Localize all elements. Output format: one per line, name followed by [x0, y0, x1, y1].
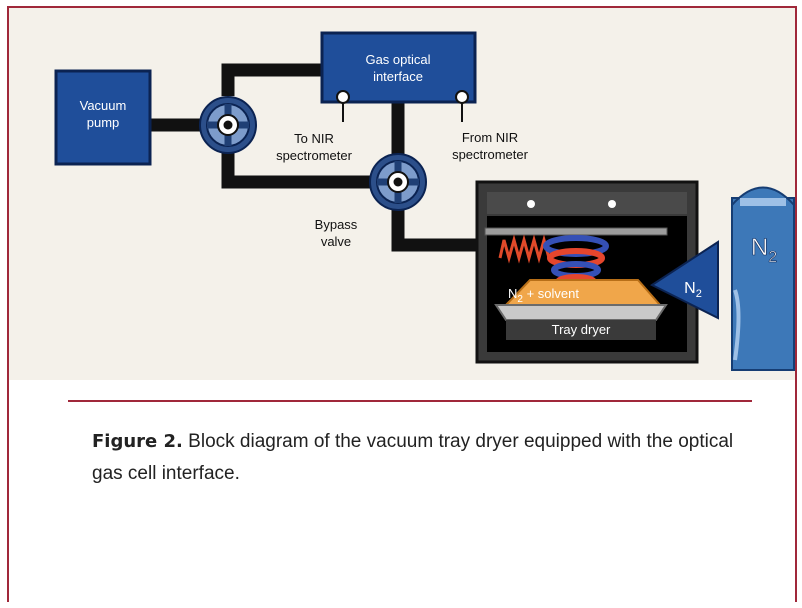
- pipes: [146, 63, 490, 252]
- to-nir-label-line1: To NIR: [294, 131, 334, 146]
- tray-base: [506, 320, 656, 340]
- from-nir-label-line2: spectrometer: [452, 147, 529, 162]
- gas-optical-interface: Gas optical interface: [320, 31, 477, 122]
- vacuum-pump-box: [54, 69, 152, 166]
- caption-divider: [68, 400, 752, 402]
- block-diagram: Vacuum pump Gas optical interface To NIR…: [54, 31, 795, 371]
- cylinder-highlight: [733, 289, 741, 361]
- vacuum-pump-label-line1: Vacuum: [80, 98, 127, 113]
- cylinder-label: N2: [751, 234, 777, 266]
- pipe-valve-to-bypass: [221, 150, 372, 189]
- vacuum-pump: Vacuum pump: [54, 69, 152, 166]
- port-from-nir-icon: [455, 90, 469, 104]
- bypass-valve-label-line1: Bypass: [315, 217, 358, 232]
- gas-interface-box: [320, 31, 477, 104]
- n2-nozzle-label: N2: [684, 280, 702, 300]
- from-nir-label-line1: From NIR: [462, 130, 518, 145]
- gas-interface-label-line2: interface: [373, 69, 423, 84]
- vacuum-pump-label-line2: pump: [87, 115, 120, 130]
- bypass-valve-label-line2: valve: [321, 234, 351, 249]
- tray-rim: [494, 304, 668, 321]
- port-to-nir-icon: [336, 90, 350, 104]
- n2-cylinder: N2: [731, 186, 795, 371]
- pipe-valve-to-interface: [221, 63, 322, 96]
- gas-interface-label-line1: Gas optical: [365, 52, 430, 67]
- heating-coil-icon: [498, 234, 551, 264]
- n2-nozzle-icon: [649, 240, 719, 320]
- figure-caption: Figure 2. Block diagram of the vacuum tr…: [92, 426, 742, 490]
- oven-top-panel: [487, 192, 687, 214]
- bypass-valve-icon: [369, 153, 427, 211]
- tray-dryer: N2 + solvent Tray dryer: [475, 180, 699, 364]
- oven-knob-right-icon: [608, 200, 616, 208]
- oven-shelf: [484, 227, 668, 236]
- cylinder-body: [731, 197, 795, 371]
- n2-nozzle: N2: [649, 240, 719, 320]
- oven-knob-left-icon: [527, 200, 535, 208]
- valve-icon: [199, 96, 257, 154]
- tray-content-label: N2 + solvent: [508, 286, 579, 305]
- pipe-bypass-to-dryer: [391, 208, 490, 252]
- tray-dryer-label: Tray dryer: [552, 322, 611, 337]
- cylinder-neck-band: [740, 198, 786, 206]
- caption-label: Figure 2.: [92, 431, 183, 452]
- to-nir-label-line2: spectrometer: [276, 148, 353, 163]
- caption-text: Block diagram of the vacuum tray dryer e…: [92, 431, 734, 484]
